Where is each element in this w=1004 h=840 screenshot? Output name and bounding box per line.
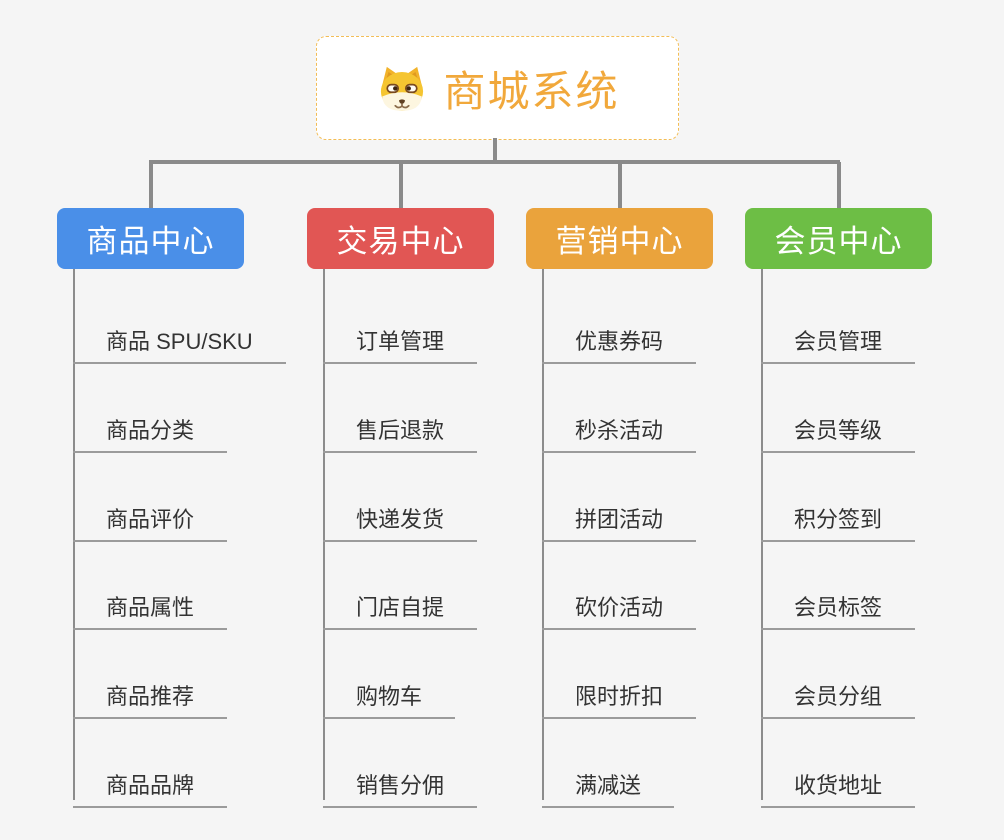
- leaf-item-trade-center-4[interactable]: 购物车: [323, 669, 456, 720]
- branch-spine: [761, 269, 763, 800]
- leaf-item-product-center-3[interactable]: 商品属性: [73, 580, 228, 631]
- connector-drop-product: [149, 162, 153, 209]
- leaf-item-trade-center-1[interactable]: 售后退款: [323, 403, 478, 453]
- connector-drop-member: [837, 162, 841, 209]
- branch-node-marketing-center[interactable]: 营销中心: [526, 208, 713, 269]
- leaf-item-trade-center-2[interactable]: 快递发货: [323, 492, 478, 542]
- leaf-item-trade-center-0[interactable]: 订单管理: [323, 314, 478, 364]
- leaf-item-trade-center-5[interactable]: 销售分佣: [323, 758, 478, 808]
- leaf-item-member-center-3[interactable]: 会员标签: [761, 580, 916, 631]
- branch-node-trade-center[interactable]: 交易中心: [307, 208, 494, 269]
- connector-drop-marketing: [618, 162, 622, 209]
- leaf-item-trade-center-3[interactable]: 门店自提: [323, 580, 478, 631]
- leaf-item-member-center-5[interactable]: 收货地址: [761, 758, 916, 808]
- leaf-item-product-center-1[interactable]: 商品分类: [73, 403, 228, 453]
- leaf-item-product-center-5[interactable]: 商品品牌: [73, 758, 228, 808]
- connector-bus: [149, 160, 840, 164]
- leaf-item-marketing-center-0[interactable]: 优惠券码: [542, 314, 697, 364]
- leaf-item-product-center-2[interactable]: 商品评价: [73, 492, 228, 542]
- branch-spine: [542, 269, 544, 800]
- leaf-item-marketing-center-2[interactable]: 拼团活动: [542, 492, 697, 542]
- leaf-item-product-center-4[interactable]: 商品推荐: [73, 669, 228, 720]
- root-node[interactable]: 商城系统: [316, 36, 679, 140]
- leaf-item-member-center-4[interactable]: 会员分组: [761, 669, 916, 720]
- leaf-item-marketing-center-4[interactable]: 限时折扣: [542, 669, 697, 720]
- connector-root-stub: [493, 138, 497, 162]
- branch-node-member-center[interactable]: 会员中心: [745, 208, 932, 269]
- leaf-item-marketing-center-5[interactable]: 满减送: [542, 758, 675, 808]
- leaf-item-product-center-0[interactable]: 商品 SPU/SKU: [73, 314, 286, 364]
- leaf-item-marketing-center-1[interactable]: 秒杀活动: [542, 403, 697, 453]
- branch-spine: [323, 269, 325, 800]
- leaf-item-member-center-2[interactable]: 积分签到: [761, 492, 916, 542]
- leaf-item-marketing-center-3[interactable]: 砍价活动: [542, 580, 697, 631]
- leaf-item-member-center-1[interactable]: 会员等级: [761, 403, 916, 453]
- branch-node-product-center[interactable]: 商品中心: [57, 208, 244, 269]
- leaf-item-member-center-0[interactable]: 会员管理: [761, 314, 916, 364]
- branch-spine: [73, 269, 75, 800]
- dog-face-icon: [375, 64, 429, 112]
- connector-drop-trade: [399, 162, 403, 209]
- root-title: 商城系统: [443, 67, 620, 115]
